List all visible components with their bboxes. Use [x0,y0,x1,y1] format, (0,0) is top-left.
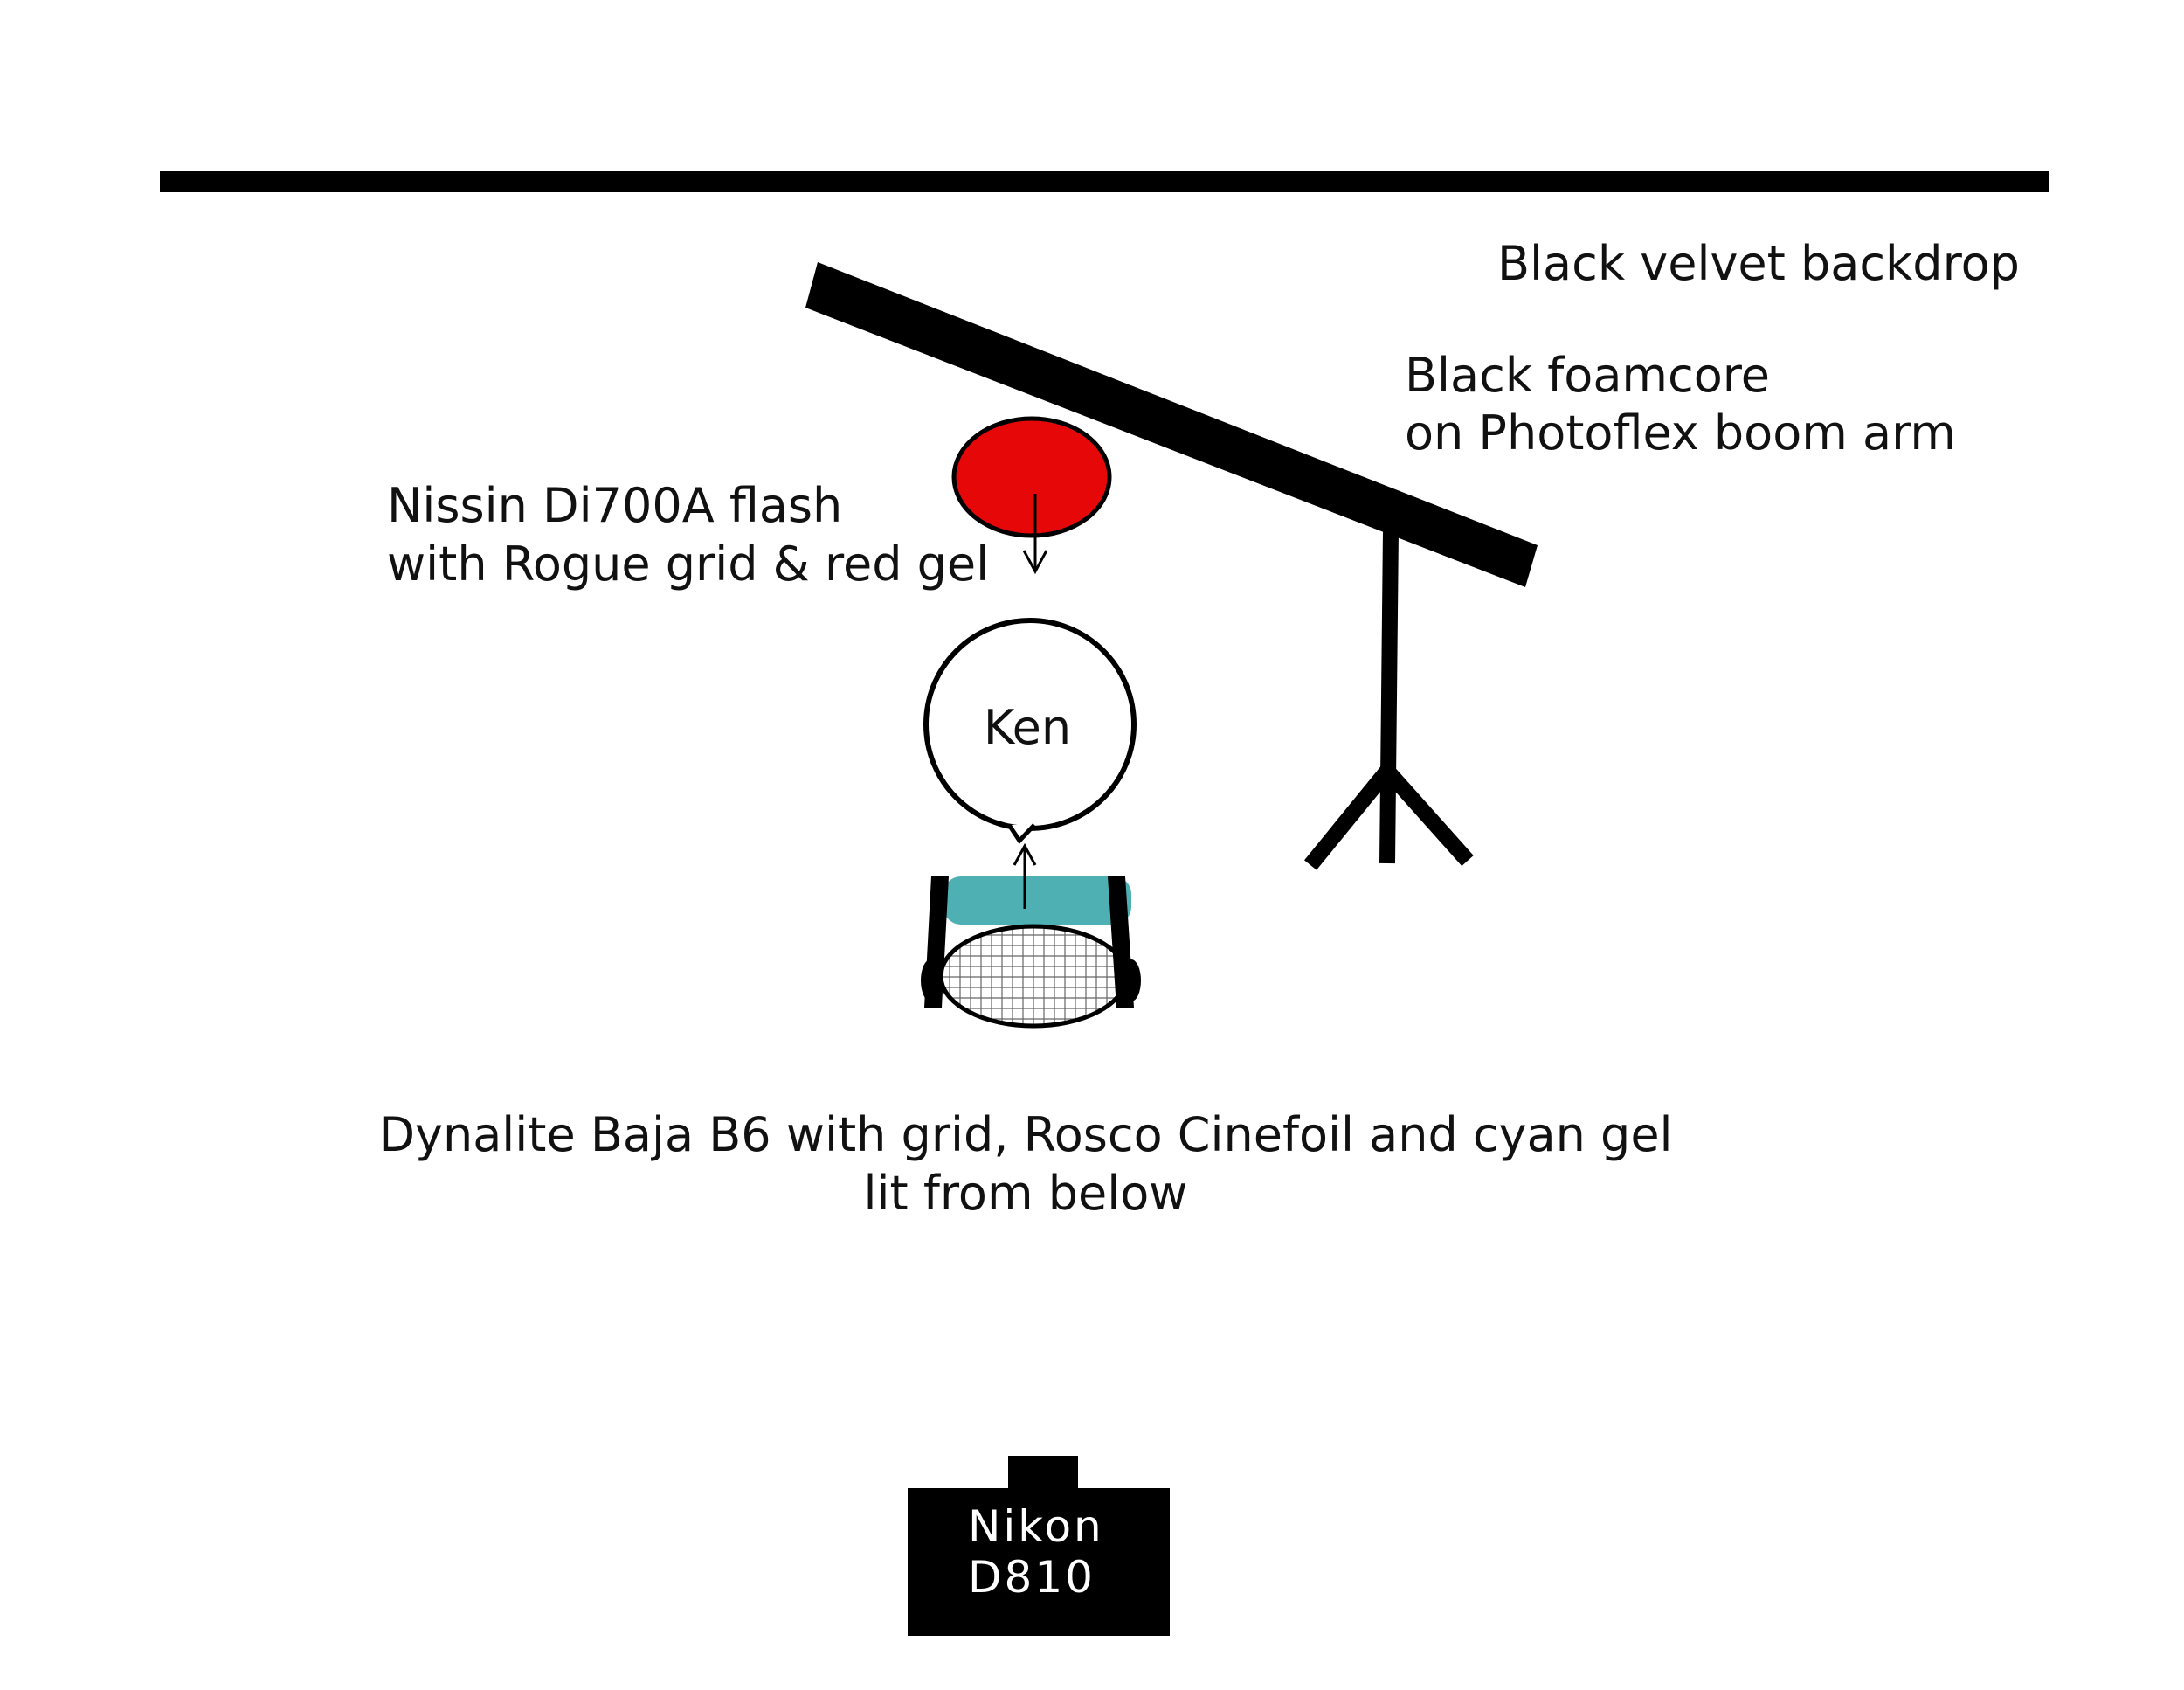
camera-body [908,1488,1170,1636]
boom-stand [1304,530,1474,870]
strobe-direction-arrow [1013,842,1037,909]
subject-label: Ken [984,700,1071,755]
cyan-gel [943,876,1131,925]
flash-label-line2: with Rogue grid & red gel [387,537,989,592]
foamcore-label-line2: on Photoflex boom arm [1405,405,1956,461]
flash-direction-arrow [1022,494,1048,575]
foamcore-board [805,262,1538,587]
camera: Nikon D810 [908,1456,1170,1636]
flash-label-line1: Nissin Di700A flash [387,478,842,533]
subject-nose [1006,823,1036,844]
backdrop-bar [160,171,2049,192]
camera-label-line1: Nikon [968,1501,1104,1552]
strobe-label-line2: lit from below [864,1166,1188,1221]
camera-label-line2: D810 [968,1552,1095,1603]
red-gel-flash [951,416,1112,538]
strobe-label-line1: Dynalite Baja B6 with grid, Rosco Cinefo… [378,1107,1672,1162]
foamcore-label-line1: Black foamcore [1405,348,1770,403]
backdrop-label: Black velvet backdrop [1497,236,2020,291]
camera-viewfinder [1008,1456,1078,1491]
strobe-light [921,876,1141,1029]
